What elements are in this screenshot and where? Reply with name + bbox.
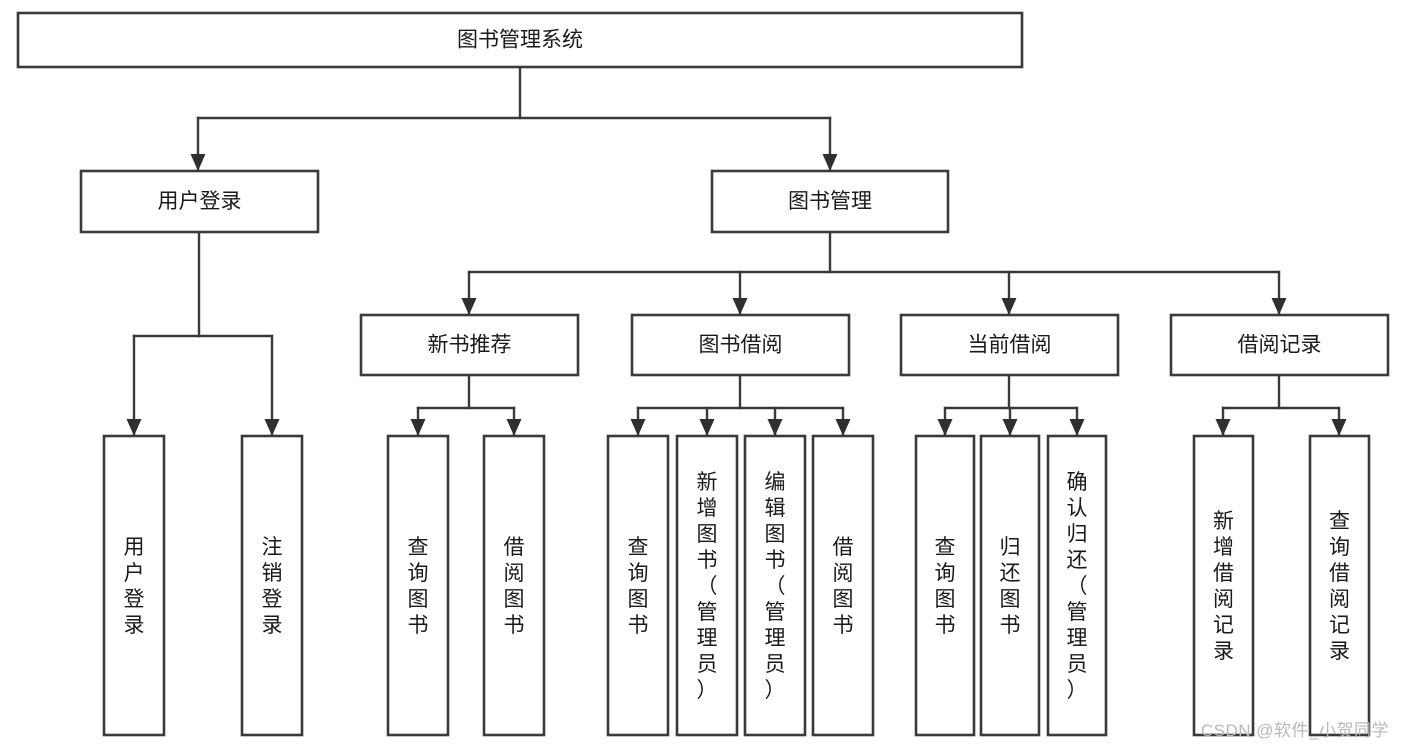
connector-user-login [132, 230, 274, 437]
node-label: 编辑图书（管理员） [765, 471, 786, 702]
node-box[interactable] [675, 434, 739, 737]
connector-book-borrow [636, 373, 845, 437]
arrow-head-icon [126, 419, 142, 436]
node-box[interactable] [359, 313, 580, 377]
node-book-manage[interactable]: 图书管理 [710, 169, 950, 234]
arrow-head-icon [1002, 419, 1018, 436]
arrow-head-icon [506, 419, 522, 436]
connector-borrow-record [1221, 373, 1341, 437]
arrow-head-icon [190, 154, 206, 171]
node-leaf-query-book-borrow[interactable]: 查询图书 [606, 434, 670, 737]
node-label: 借阅图书 [833, 536, 854, 637]
node-box[interactable] [1046, 434, 1108, 737]
node-leaf-query-book-recommend[interactable]: 查询图书 [386, 434, 450, 737]
node-label: 注销登录 [262, 536, 283, 637]
node-leaf-return-book[interactable]: 归还图书 [979, 434, 1041, 737]
node-leaf-borrow-book[interactable]: 借阅图书 [811, 434, 875, 737]
node-box[interactable] [914, 434, 976, 737]
node-leaf-logout-login[interactable]: 注销登录 [240, 434, 304, 737]
node-box[interactable] [899, 313, 1120, 377]
arrow-head-icon [732, 298, 748, 315]
arrow-head-icon [1271, 298, 1287, 315]
node-label: 图书管理 [788, 190, 872, 213]
node-label: 确认归还（管理员） [1067, 471, 1088, 702]
node-box[interactable] [386, 434, 450, 737]
connector-group [126, 65, 1347, 437]
node-group: 图书管理系统用户登录图书管理新书推荐图书借阅当前借阅借阅记录用户登录注销登录查询… [16, 11, 1390, 737]
node-box[interactable] [606, 434, 670, 737]
arrow-head-icon [835, 419, 851, 436]
connector-book-manage [467, 230, 1281, 316]
node-label: 查询图书 [935, 536, 956, 637]
arrow-head-icon [822, 154, 838, 171]
node-label: 借阅图书 [504, 536, 525, 637]
node-box[interactable] [710, 169, 950, 234]
node-label: 图书借阅 [699, 334, 783, 357]
node-label: 查询图书 [408, 536, 429, 637]
node-box[interactable] [1308, 434, 1371, 737]
node-label: 查询图书 [628, 536, 649, 637]
arrow-head-icon [1331, 419, 1347, 436]
node-book-borrow[interactable]: 图书借阅 [630, 313, 851, 377]
node-user-login[interactable]: 用户登录 [79, 169, 320, 234]
arrow-head-icon [699, 419, 715, 436]
node-label: 当前借阅 [968, 334, 1052, 357]
arrow-head-icon [767, 419, 783, 436]
connector-new-book-recommend [416, 373, 516, 437]
arrow-head-icon [630, 419, 646, 436]
arrow-head-icon [1215, 419, 1231, 436]
node-root[interactable]: 图书管理系统 [16, 11, 1024, 69]
node-leaf-user-login[interactable]: 用户登录 [102, 434, 166, 737]
node-box[interactable] [16, 11, 1024, 69]
arrow-head-icon [1001, 298, 1017, 315]
node-leaf-query-book-current[interactable]: 查询图书 [914, 434, 976, 737]
node-current-borrow[interactable]: 当前借阅 [899, 313, 1120, 377]
node-label: 图书管理系统 [457, 29, 583, 52]
node-label: 用户登录 [124, 536, 145, 637]
node-borrow-record[interactable]: 借阅记录 [1169, 313, 1390, 377]
node-box[interactable] [1169, 313, 1390, 377]
node-leaf-add-book-admin[interactable]: 新增图书（管理员） [675, 434, 739, 737]
node-label: 新增图书（管理员） [697, 471, 718, 702]
arrow-head-icon [264, 419, 280, 436]
arrow-head-icon [410, 419, 426, 436]
node-leaf-confirm-return-admin[interactable]: 确认归还（管理员） [1046, 434, 1108, 737]
arrow-head-icon [461, 298, 477, 315]
watermark: CSDN @软件_小贺同学 [1200, 721, 1389, 740]
node-leaf-borrow-book-recommend[interactable]: 借阅图书 [482, 434, 546, 737]
node-box[interactable] [79, 169, 320, 234]
node-label: 新增借阅记录 [1213, 510, 1234, 663]
node-leaf-edit-book-admin[interactable]: 编辑图书（管理员） [743, 434, 807, 737]
node-label: 查询借阅记录 [1329, 510, 1350, 663]
node-box[interactable] [630, 313, 851, 377]
node-box[interactable] [979, 434, 1041, 737]
node-box[interactable] [743, 434, 807, 737]
connector-root [196, 65, 832, 172]
node-box[interactable] [102, 434, 166, 737]
node-label: 借阅记录 [1238, 334, 1322, 357]
node-label: 用户登录 [158, 190, 242, 213]
node-box[interactable] [1192, 434, 1255, 737]
node-box[interactable] [240, 434, 304, 737]
node-label: 归还图书 [1000, 536, 1021, 637]
node-leaf-add-borrow-record[interactable]: 新增借阅记录 [1192, 434, 1255, 737]
arrow-head-icon [937, 419, 953, 436]
arrow-head-icon [1069, 419, 1085, 436]
node-box[interactable] [811, 434, 875, 737]
node-new-book-recommend[interactable]: 新书推荐 [359, 313, 580, 377]
node-label: 新书推荐 [428, 334, 512, 357]
node-box[interactable] [482, 434, 546, 737]
node-leaf-query-borrow-record[interactable]: 查询借阅记录 [1308, 434, 1371, 737]
